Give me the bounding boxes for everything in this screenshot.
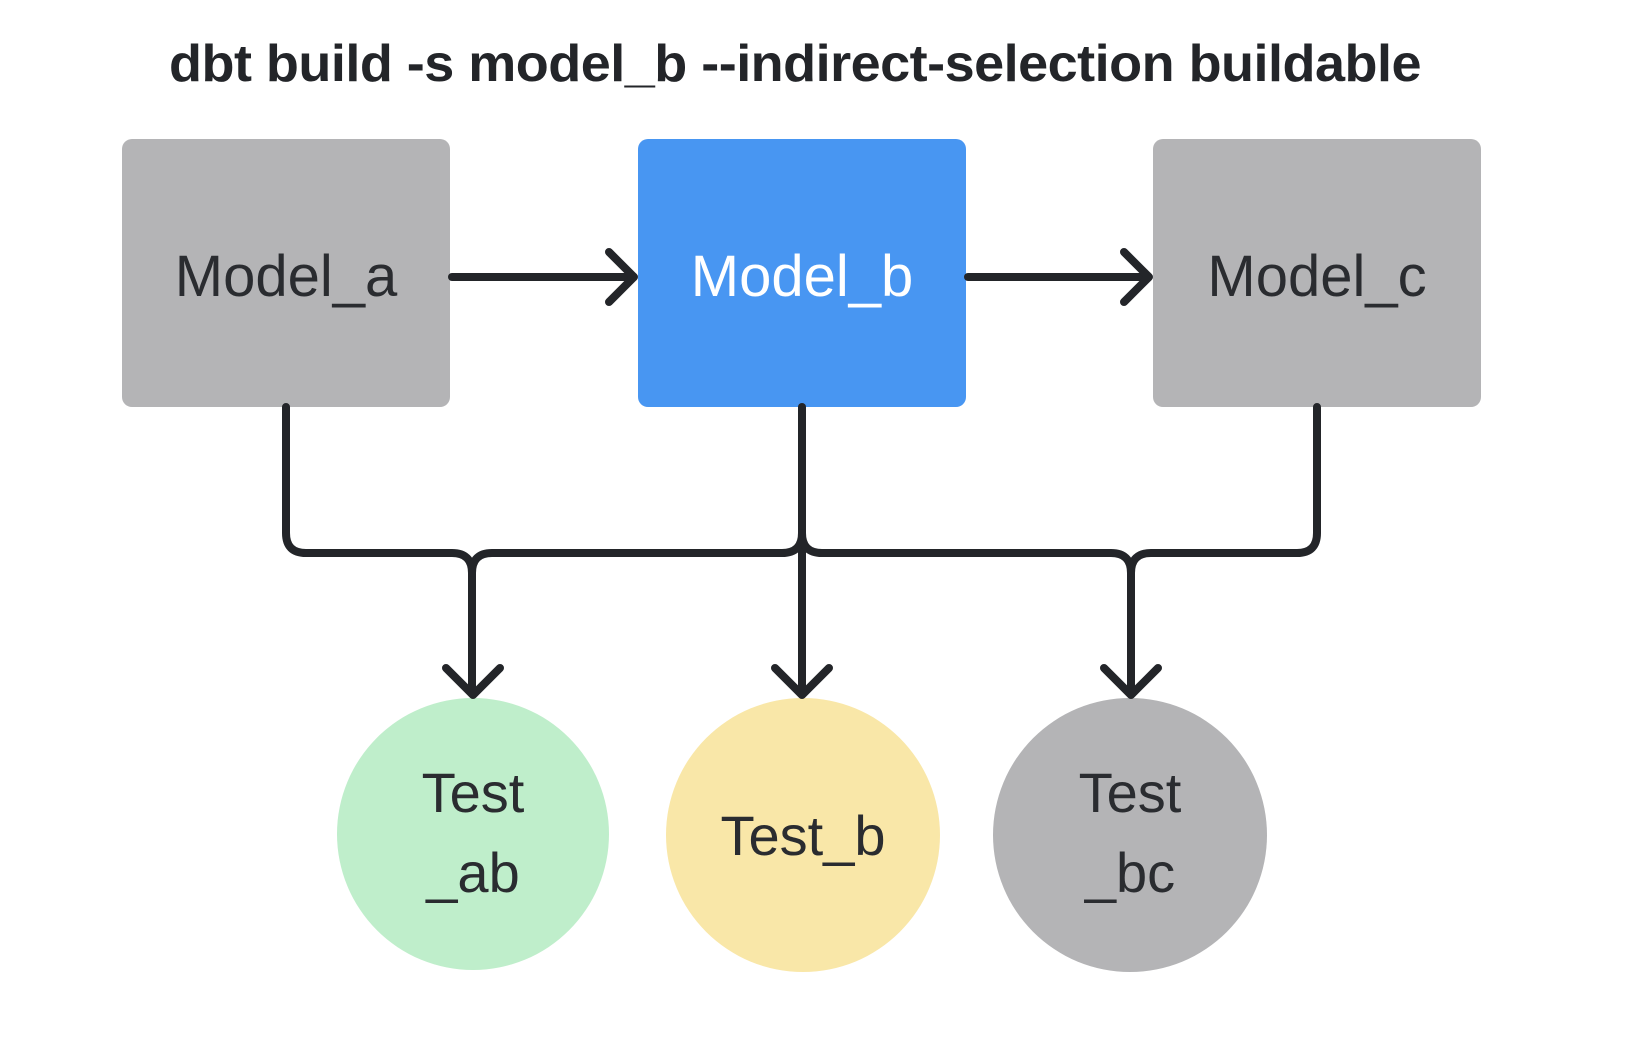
arrowhead-test-b [771, 664, 833, 699]
bus-segment-right [798, 529, 1135, 577]
node-model-a [122, 139, 450, 407]
node-model-c-label: Model_c [1207, 244, 1426, 309]
node-model-a-label: Model_a [175, 244, 398, 309]
bus-segment-left [468, 529, 806, 577]
node-test-b-label: Test_b [721, 804, 886, 867]
arrowhead-model-b [605, 248, 638, 306]
edge-model-a-to-test-ab [282, 403, 476, 693]
edge-group [282, 248, 1321, 699]
node-test-ab-label-line1: Test [422, 761, 525, 824]
node-test-bc [993, 698, 1267, 972]
node-test-b [666, 698, 940, 972]
arrowhead-test-bc [1100, 664, 1162, 699]
node-test-bc-label-line2: _bc [1084, 841, 1175, 904]
node-test-bc-label-line1: Test [1079, 761, 1182, 824]
node-model-b [638, 139, 966, 407]
arrowhead-test-ab [442, 664, 504, 699]
arrowhead-model-c [1120, 248, 1153, 306]
diagram-title: dbt build -s model_b --indirect-selectio… [169, 35, 1421, 93]
edge-model-c-to-test-bc [1127, 403, 1321, 693]
node-test-ab-label-line2: _ab [425, 841, 519, 904]
node-model-b-label: Model_b [691, 244, 913, 309]
node-model-c [1153, 139, 1481, 407]
node-test-ab [337, 698, 609, 970]
